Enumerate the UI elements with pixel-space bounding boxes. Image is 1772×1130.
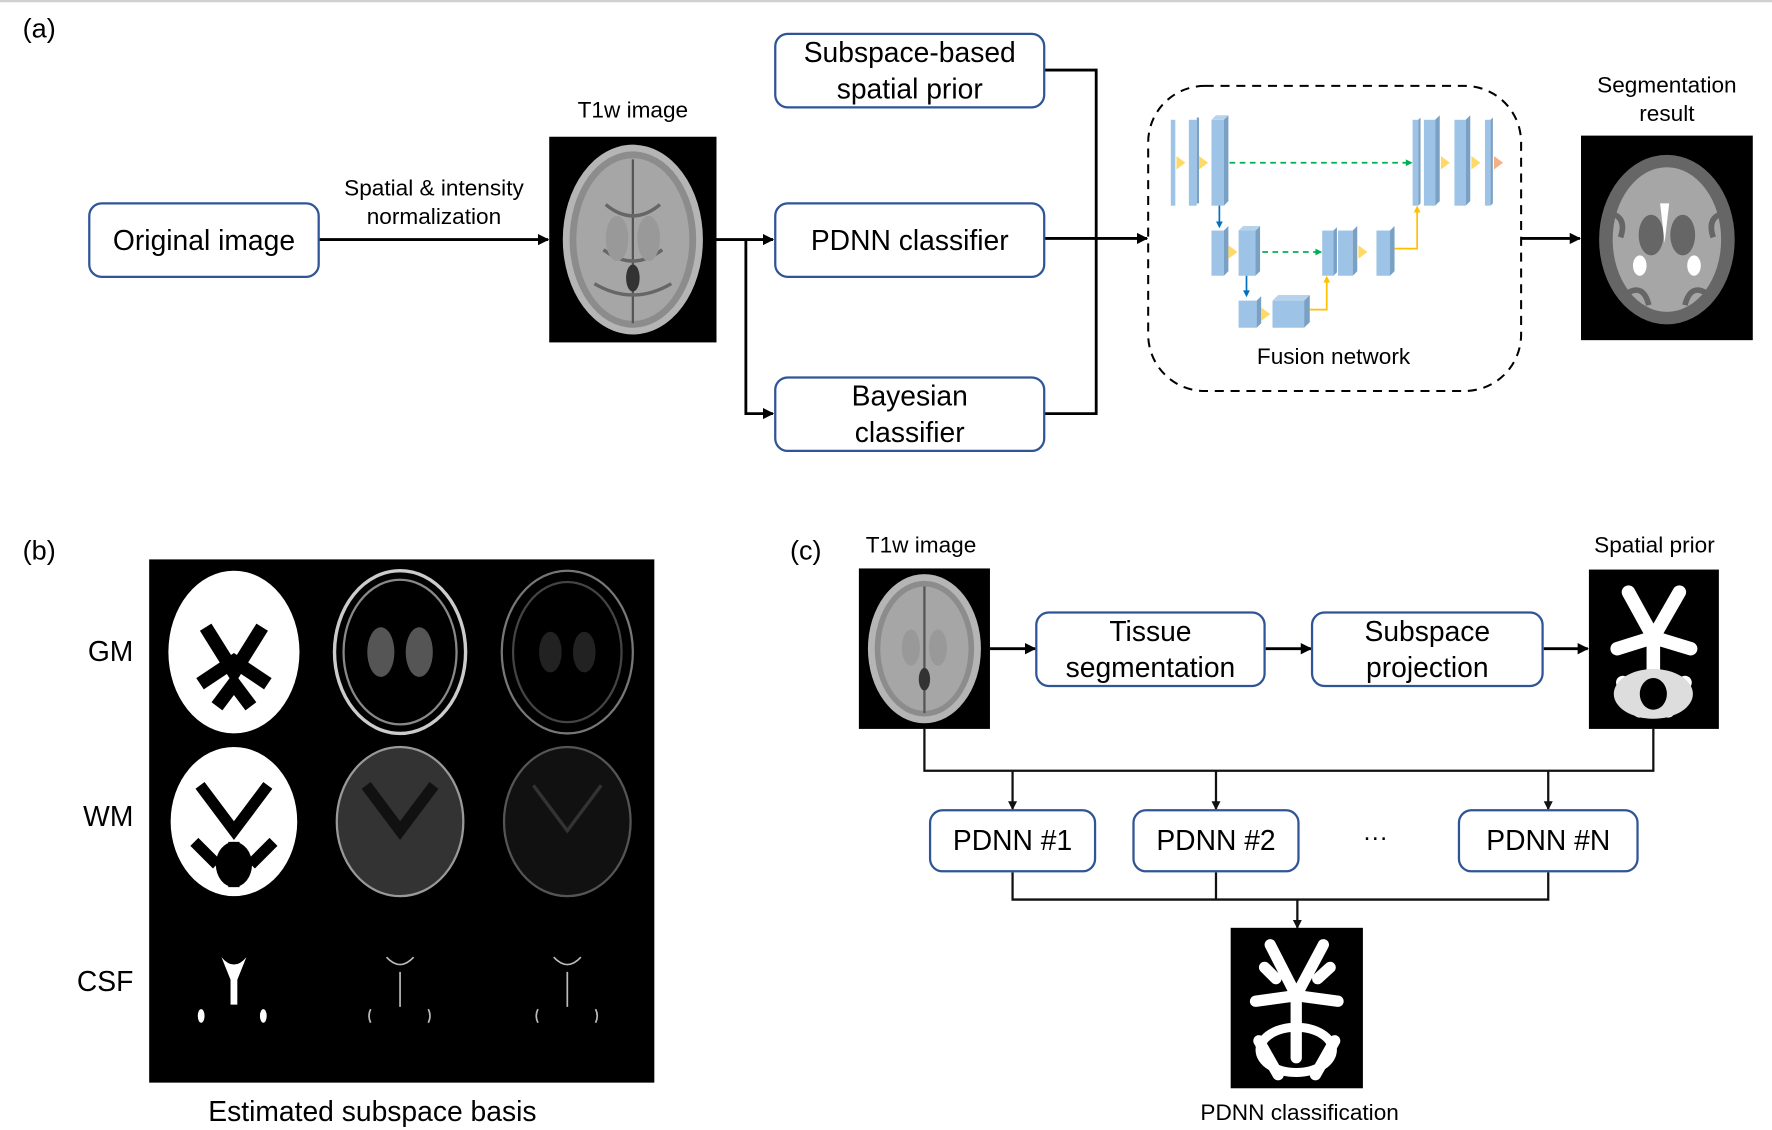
- csf-basis-2: [368, 956, 431, 1024]
- panel-b-label: (b): [22, 535, 56, 567]
- upsample-2: [1394, 210, 1418, 250]
- t1w-brain-illustration-c: [867, 574, 981, 724]
- bus-line-bottom: [1011, 872, 1550, 901]
- pdnn-2-box: PDNN #2: [1132, 809, 1300, 873]
- pdnn-1-label: PDNN #1: [952, 824, 1073, 857]
- row-label-csf: CSF: [76, 966, 134, 998]
- bottleneck-block-a: [1238, 296, 1262, 328]
- tissue-line-2: segmentation: [1065, 651, 1236, 684]
- pdnn-classification-caption: PDNN classification: [1200, 1100, 1399, 1126]
- spatial-prior-illustration: [1610, 585, 1698, 719]
- dec1-block-b: [1423, 115, 1440, 206]
- bayesian-line-2: classifier: [854, 416, 965, 449]
- panel-a-label: (a): [22, 13, 56, 45]
- fusion-network: [1147, 84, 1523, 393]
- conv-triangle-1: [1176, 155, 1186, 170]
- original-image-label: Original image: [112, 224, 296, 256]
- panel-c-label: (c): [789, 535, 822, 567]
- bus-line-top: [923, 728, 1655, 772]
- dec1-block-d: [1484, 117, 1493, 206]
- dec1-block-a: [1412, 117, 1421, 206]
- wm-basis-3: [502, 745, 632, 898]
- subspace-basis-caption: Estimated subspace basis: [208, 1096, 537, 1128]
- gm-basis-2: [332, 569, 468, 736]
- enc1-block-a: [1170, 119, 1176, 206]
- subspace-basis-illustration: [168, 569, 634, 1024]
- segmentation-line-2: result: [1639, 101, 1695, 127]
- gm-basis-1: [168, 570, 300, 734]
- enc2-block-b: [1238, 226, 1261, 276]
- segmentation-result-image: [1581, 135, 1753, 341]
- csf-basis-3: [535, 956, 599, 1024]
- top-border: [0, 0, 1772, 3]
- spatial-prior-image: [1588, 569, 1719, 729]
- t1w-brain-illustration: [562, 144, 703, 335]
- pdnn-n-box: PDNN #N: [1457, 809, 1639, 873]
- enc2-block-a: [1211, 226, 1229, 276]
- subspace-projection-line-1: Subspace: [1364, 615, 1491, 647]
- segmentation-caption: Segmentation result: [1571, 72, 1763, 129]
- line-from-prior: [1044, 68, 1098, 416]
- segmentation-line-1: Segmentation: [1597, 73, 1737, 99]
- normalization-line-2: normalization: [366, 204, 502, 230]
- t1w-caption-c: T1w image: [865, 533, 977, 559]
- upsample-1: [1309, 280, 1328, 311]
- subspace-projection-box: Subspace projection: [1310, 611, 1544, 688]
- subspace-projection-line-2: projection: [1366, 651, 1489, 684]
- bayesian-line-1: Bayesian: [851, 380, 968, 412]
- output-triangle: [1493, 155, 1504, 170]
- subspace-prior-line-2: spatial prior: [836, 72, 983, 105]
- pdnn-2-label: PDNN #2: [1156, 824, 1276, 857]
- fusion-network-caption: Fusion network: [1256, 344, 1411, 370]
- pdnn-1-box: PDNN #1: [928, 809, 1097, 873]
- original-image-box: Original image: [88, 202, 320, 279]
- t1w-caption-a: T1w image: [577, 98, 689, 124]
- bottleneck-block-b: [1272, 294, 1310, 328]
- arrow-to-bayesian: [744, 239, 775, 420]
- enc1-block-b: [1188, 117, 1200, 206]
- row-label-gm: GM: [87, 636, 134, 668]
- row-label-wm: WM: [83, 801, 134, 833]
- t1w-image-a: [549, 136, 717, 343]
- dec1-block-c: [1454, 115, 1471, 206]
- bayesian-classifier-box: Bayesian classifier: [774, 376, 1046, 453]
- t1w-image-c: [858, 568, 990, 729]
- subspace-prior-line-1: Subspace-based: [803, 36, 1016, 69]
- pdnn-classifier-label: PDNN classifier: [810, 224, 1009, 256]
- dec2-block-a: [1322, 227, 1337, 276]
- fusion-dashed-border: [1147, 84, 1523, 393]
- gm-basis-3: [500, 569, 634, 735]
- pdnn-classifier-box: PDNN classifier: [774, 202, 1046, 279]
- conv-triangle-2: [1199, 155, 1209, 170]
- normalization-caption: Spatial & intensity normalization: [328, 175, 540, 232]
- subspace-basis-grid: [149, 559, 655, 1083]
- dec2-block-b: [1338, 226, 1358, 276]
- spatial-prior-caption: Spatial prior: [1594, 533, 1715, 559]
- subspace-prior-box: Subspace-based spatial prior: [774, 32, 1046, 109]
- tissue-segmentation-box: Tissue segmentation: [1035, 611, 1266, 688]
- pdnn-classification-illustration: [1249, 939, 1344, 1081]
- tissue-line-1: Tissue: [1109, 615, 1192, 647]
- segmentation-brain-illustration: [1599, 154, 1735, 325]
- pdnn-n-label: PDNN #N: [1486, 824, 1611, 857]
- enc1-block-c: [1211, 115, 1229, 206]
- wm-basis-2: [335, 745, 465, 898]
- wm-basis-1: [170, 746, 298, 897]
- unet-blocks: [1170, 115, 1504, 328]
- csf-basis-1: [197, 957, 267, 1023]
- pdnn-ellipsis: ···: [1362, 822, 1388, 851]
- pdnn-classification-image: [1230, 927, 1363, 1089]
- dec2-block-c: [1376, 226, 1395, 276]
- normalization-line-1: Spatial & intensity: [344, 176, 524, 202]
